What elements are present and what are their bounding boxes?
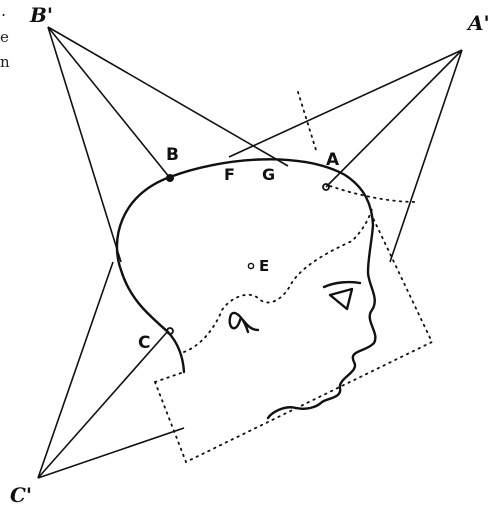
label-g: G	[262, 165, 275, 184]
eye	[330, 289, 352, 309]
label-f: F	[224, 165, 235, 184]
label-e: E	[259, 257, 269, 275]
neck-line	[168, 332, 184, 372]
label-c-prime: C'	[10, 483, 32, 507]
eyebrow	[324, 282, 360, 287]
construction-lines-c-prime	[38, 262, 184, 478]
head-outline	[117, 159, 375, 418]
label-b-prime: B'	[29, 3, 53, 27]
fragment-n: n	[0, 53, 10, 71]
line-a-prime-to-a	[326, 50, 462, 187]
construction-lines-a-prime	[229, 50, 462, 262]
line-c-prime-up	[38, 262, 113, 478]
dotted-arc-right	[330, 186, 417, 202]
point-c-marker	[167, 328, 173, 334]
point-markers	[166, 174, 329, 334]
fragment-e: e	[0, 28, 9, 46]
point-e-marker	[248, 263, 253, 268]
label-a: A	[326, 150, 340, 170]
ear	[230, 313, 258, 332]
line-a-prime-to-f	[229, 50, 462, 157]
line-a-prime-down	[390, 50, 462, 262]
dotted-box-left	[155, 372, 184, 382]
point-b-marker	[166, 174, 174, 182]
dotted-box	[155, 218, 432, 462]
dotted-hair-line	[184, 205, 373, 352]
fragment-top-punct: .	[1, 1, 6, 20]
label-a-prime: A'	[466, 11, 490, 35]
label-b: B	[166, 145, 179, 165]
line-b-prime-to-b	[48, 27, 170, 178]
label-c: C	[138, 333, 150, 353]
face-profile	[268, 225, 375, 418]
skull-arc	[117, 159, 373, 332]
